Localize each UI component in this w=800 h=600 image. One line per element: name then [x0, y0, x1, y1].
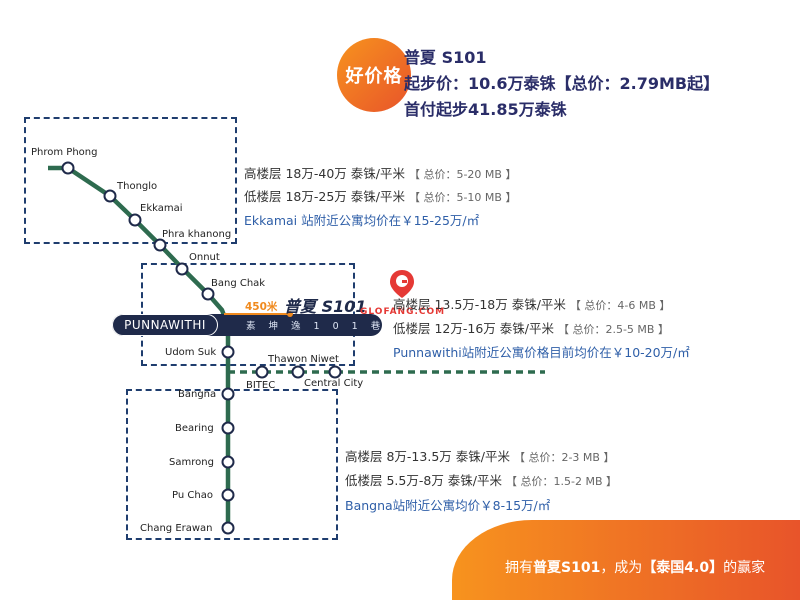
zone-top-low-floor: 低楼层 18万-25万 泰铢/平米 【 总价：5-10 MB 】	[244, 189, 517, 204]
station-dot-onnut	[175, 262, 189, 276]
station-dot-phrom-phong	[61, 161, 75, 175]
zone-mid-low-floor: 低楼层 12万-16万 泰铢/平米 【 总价：2.5-5 MB 】	[393, 321, 669, 336]
zone-bottom-low-floor: 低楼层 5.5万-8万 泰铢/平米 【 总价：1.5-2 MB 】	[345, 473, 617, 488]
station-label-thonglo: Thonglo	[117, 181, 158, 192]
station-dot-bangna	[221, 387, 235, 401]
station-dot-phra-khanong	[153, 238, 167, 252]
station-dot-samrong	[221, 455, 235, 469]
zone-box-top	[24, 117, 237, 244]
station-dot-central-city	[328, 365, 342, 379]
station-label-chang-erawan: Chang Erawan	[140, 523, 213, 534]
station-label-central-city: Central City	[304, 378, 364, 389]
station-dot-bang-chak	[201, 287, 215, 301]
header-project-name: 普夏 S101	[404, 48, 487, 67]
station-punnawithi-tag[interactable]: PUNNAWITHI	[112, 314, 218, 336]
station-dot-bitec	[255, 365, 269, 379]
bottom-slogan: 拥有普夏S101，成为【泰国4.0】的赢家	[505, 560, 766, 576]
station-dot-thonglo	[103, 189, 117, 203]
station-dot-chang-erawan	[221, 521, 235, 535]
station-label-pu-chao: Pu Chao	[172, 490, 213, 501]
project-address: 素 坤 逸 1 0 1 巷	[246, 321, 386, 332]
station-label-phrom-phong: Phrom Phong	[31, 147, 98, 158]
station-dot-pu-chao	[221, 488, 235, 502]
station-label-bitec: BITEC	[246, 380, 276, 391]
header-start-price: 起步价：10.6万泰铢【总价：2.79MB起】	[404, 74, 720, 93]
station-dot-thawon-niwet	[291, 365, 305, 379]
station-label-bangna: Bangna	[178, 389, 217, 400]
project-name-on-map: 普夏 S101	[284, 297, 367, 316]
station-dot-bearing	[221, 421, 235, 435]
station-label-ekkamai: Ekkamai	[140, 203, 183, 214]
zone-mid-average: Punnawithi站附近公寓价格目前均价在￥10-20万/㎡	[393, 345, 690, 360]
station-label-thawon-niwet: Thawon Niwet	[268, 354, 339, 365]
glofang-logo-icon	[390, 270, 414, 298]
station-label-bearing: Bearing	[175, 423, 214, 434]
header-down-payment: 首付起步41.85万泰铢	[404, 100, 567, 119]
station-dot-udom-suk	[221, 345, 235, 359]
zone-top-high-floor: 高楼层 18万-40万 泰铢/平米 【 总价：5-20 MB 】	[244, 166, 517, 181]
watermark-text: GLOFANG.COM	[360, 307, 446, 317]
zone-bottom-high-floor: 高楼层 8万-13.5万 泰铢/平米 【 总价：2-3 MB 】	[345, 449, 615, 464]
distance-label: 450米	[245, 301, 278, 313]
good-price-badge: 好价格	[337, 38, 411, 112]
station-label-samrong: Samrong	[169, 457, 214, 468]
zone-mid-high-floor: 高楼层 13.5万-18万 泰铢/平米 【 总价：4-6 MB 】	[393, 297, 671, 312]
zone-top-average: Ekkamai 站附近公寓均价在￥15-25万/㎡	[244, 213, 480, 228]
zone-bottom-average: Bangna站附近公寓均价￥8-15万/㎡	[345, 498, 551, 513]
bottom-banner	[452, 520, 800, 600]
station-label-bang-chak: Bang Chak	[211, 278, 266, 289]
station-dot-ekkamai	[128, 213, 142, 227]
station-label-onnut: Onnut	[189, 252, 220, 263]
station-label-phra-khanong: Phra khanong	[162, 229, 232, 240]
station-label-udom-suk: Udom Suk	[165, 347, 217, 358]
